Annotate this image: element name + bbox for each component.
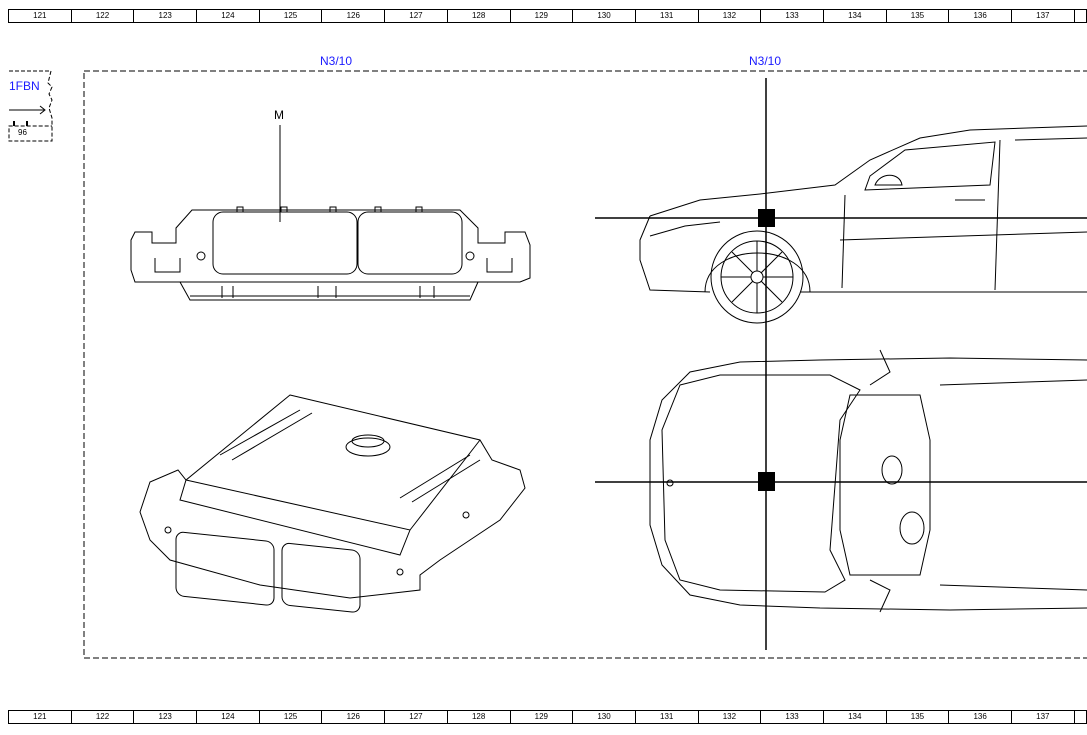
location-marker-side	[758, 209, 775, 227]
ruler-column-124: 124	[197, 711, 260, 723]
ruler-column-122: 122	[72, 10, 135, 22]
vehicle-side-view	[639, 125, 1087, 324]
ruler-column-132: 132	[699, 10, 762, 22]
ruler-column-130: 130	[573, 711, 636, 723]
location-marker-top	[758, 472, 775, 491]
ruler-column-129: 129	[511, 10, 574, 22]
ruler-column-132: 132	[699, 711, 762, 723]
ruler-column-125: 125	[260, 10, 323, 22]
component-ref-right[interactable]: N3/10	[749, 54, 782, 68]
component-ref-left[interactable]: N3/10	[320, 54, 353, 68]
ruler-column-130: 130	[573, 10, 636, 22]
xref-box-outline	[8, 70, 53, 142]
xref-label: 1FBN	[9, 79, 40, 93]
ruler-column-128: 128	[448, 10, 511, 22]
ruler-column-135: 135	[887, 711, 950, 723]
ruler-column-133: 133	[761, 10, 824, 22]
ruler-column-125: 125	[260, 711, 323, 723]
ruler-column-134: 134	[824, 711, 887, 723]
ruler-column-126: 126	[322, 711, 386, 723]
xref-page: 96	[18, 128, 27, 137]
ruler-column-131: 131	[636, 711, 699, 723]
ruler-column-123: 123	[134, 711, 198, 723]
ruler-column-127: 127	[385, 10, 448, 22]
ruler-column-121: 121	[9, 10, 72, 22]
ecu-isometric-view	[139, 394, 526, 613]
ruler-column-136: 136	[949, 10, 1012, 22]
ruler-column-134: 134	[824, 10, 887, 22]
ruler-column-133: 133	[761, 711, 824, 723]
ruler-column-136: 136	[949, 711, 1012, 723]
component-frame	[83, 70, 1087, 659]
ruler-column-127: 127	[385, 711, 448, 723]
ruler-column-137: 137	[1012, 711, 1075, 723]
ruler-column-122: 122	[72, 711, 135, 723]
ruler-column-135: 135	[887, 10, 950, 22]
vehicle-top-view	[649, 349, 1087, 613]
location-crosshairs	[595, 78, 1087, 650]
ruler-column-131: 131	[636, 10, 699, 22]
ecu-front-view	[130, 206, 531, 301]
ruler-column-126: 126	[322, 10, 386, 22]
ruler-column-128: 128	[448, 711, 511, 723]
ruler-column-123: 123	[134, 10, 198, 22]
ruler-column-124: 124	[197, 10, 260, 22]
ruler-column-121: 121	[9, 711, 72, 723]
cross-reference-box[interactable]: 1FBN 96	[9, 71, 51, 141]
connector-m-label: M	[274, 108, 284, 122]
ruler-column-129: 129	[511, 711, 574, 723]
ruler-column-137: 137	[1012, 10, 1075, 22]
